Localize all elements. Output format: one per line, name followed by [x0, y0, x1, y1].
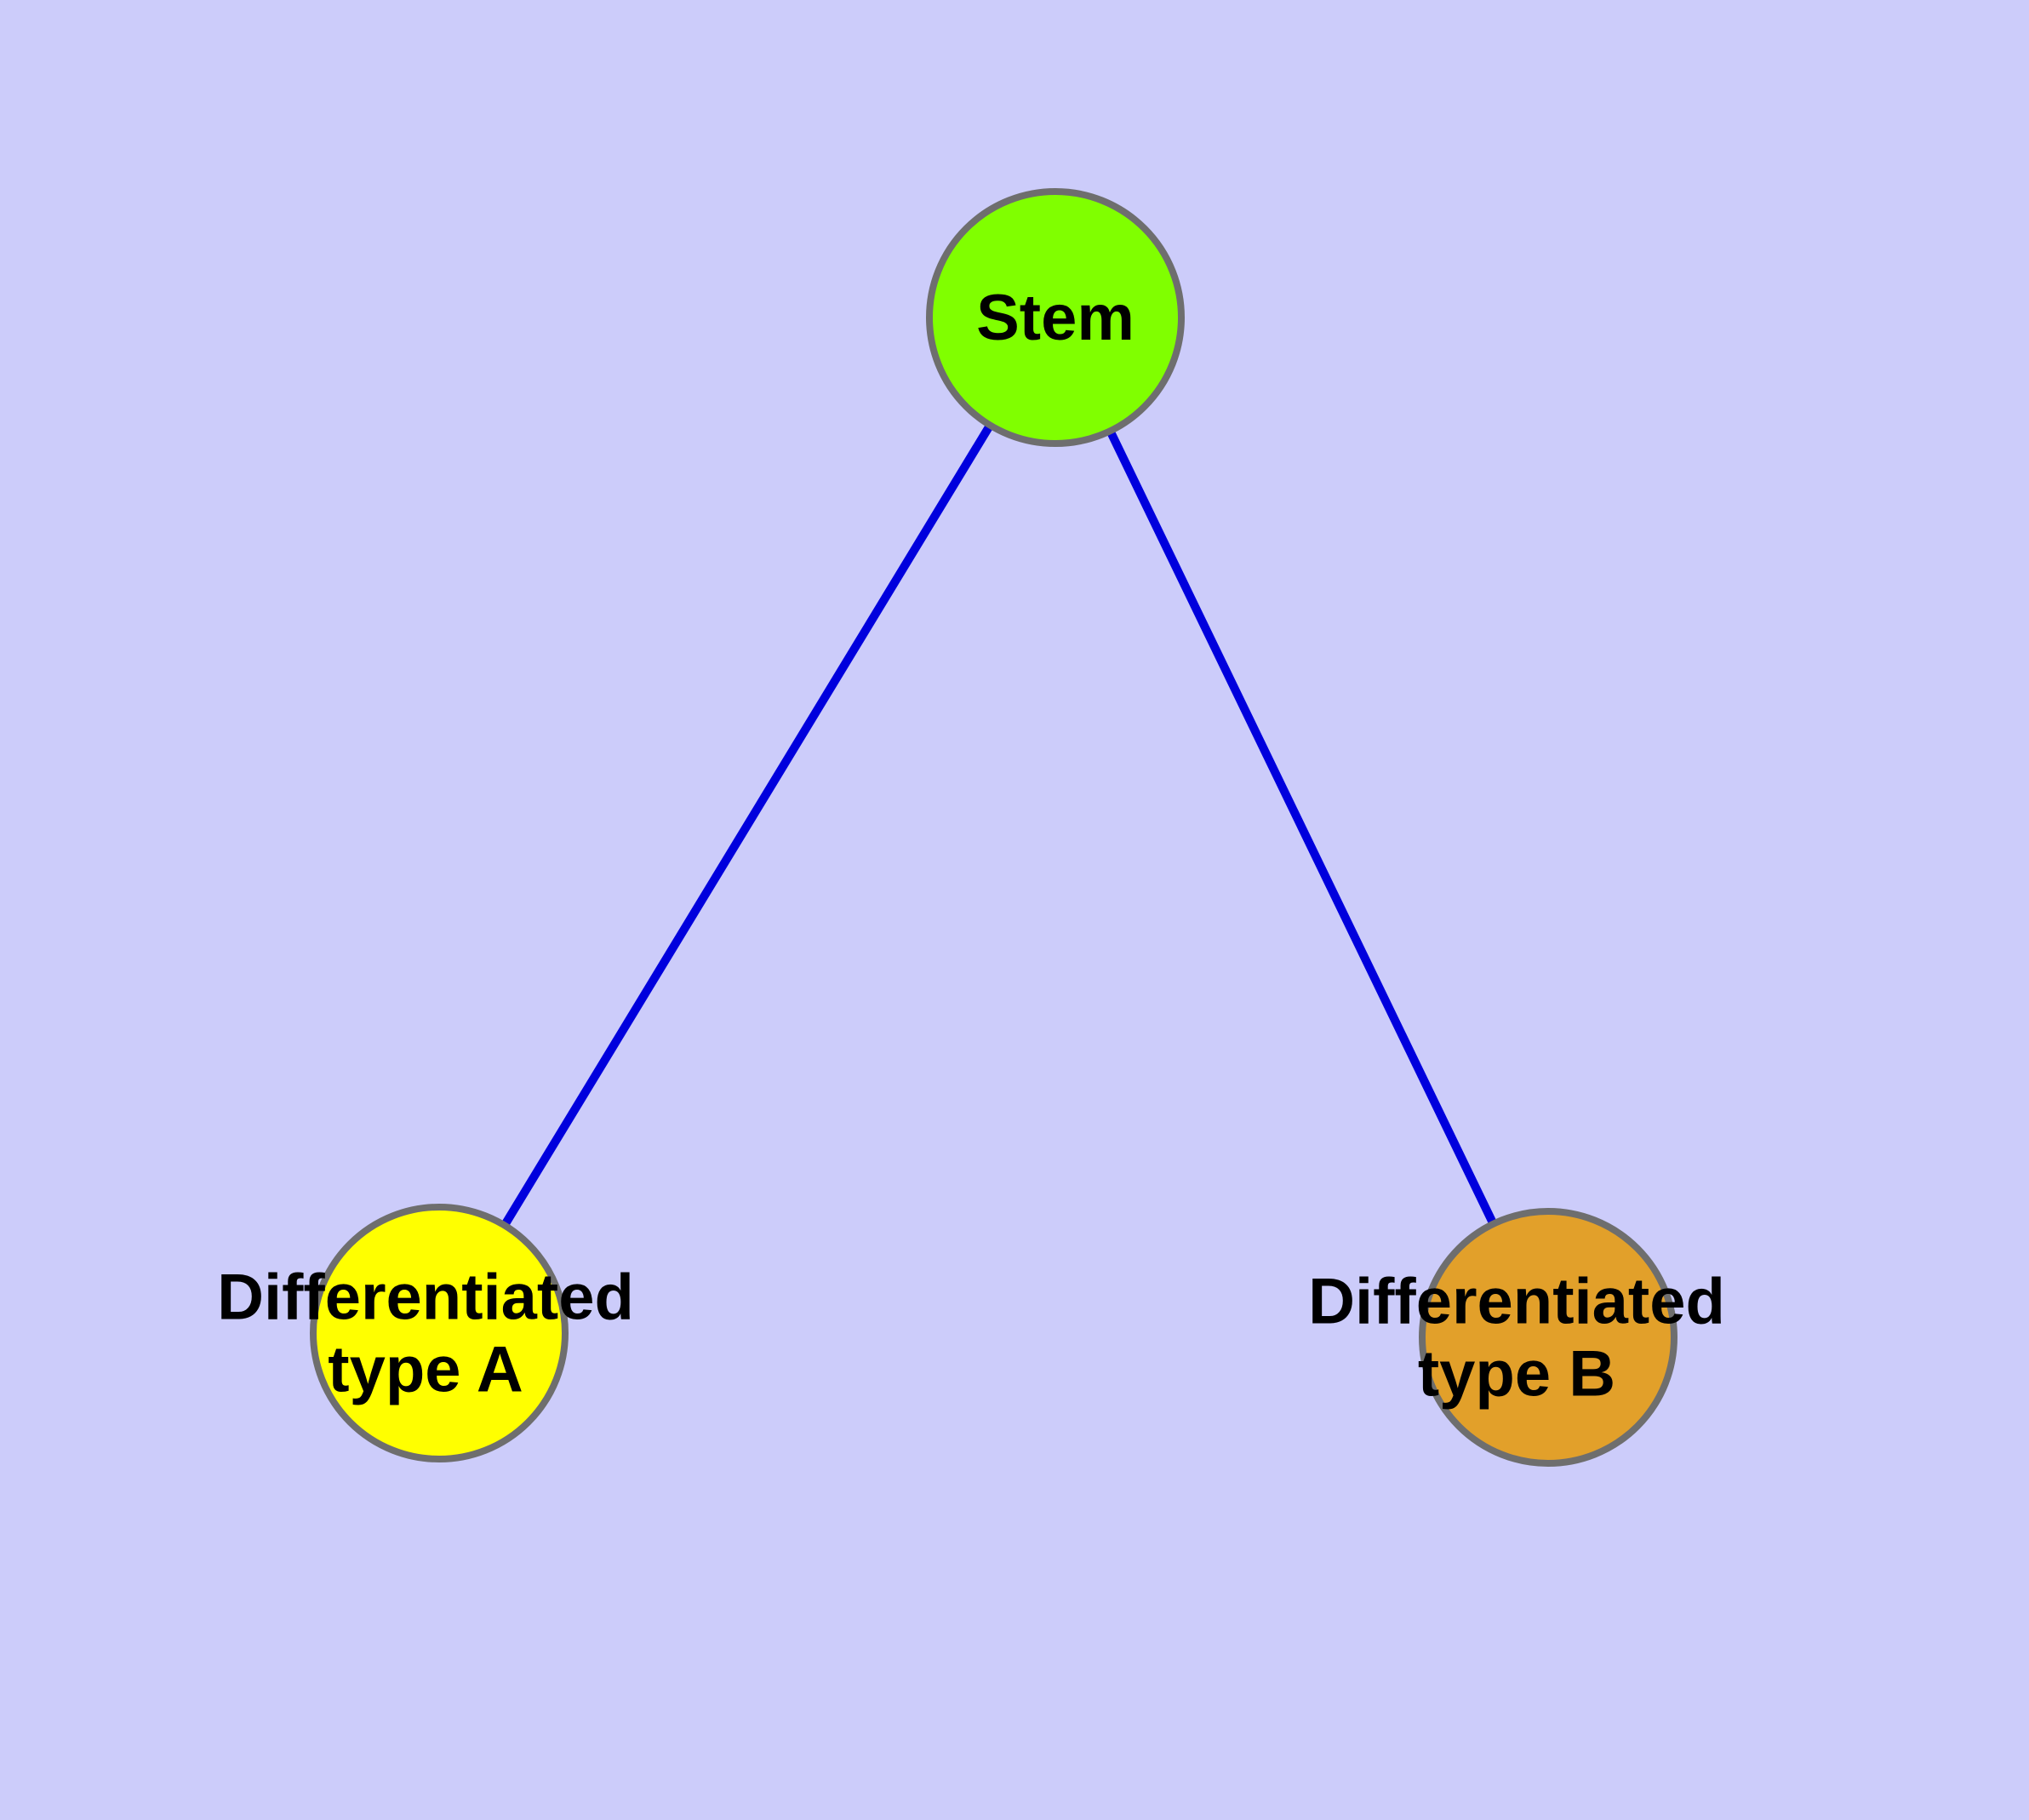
node-label-line: type A [328, 1333, 523, 1405]
graph-edge[interactable] [1051, 315, 1552, 1340]
nodes-layer [310, 188, 1677, 1467]
graph-edge[interactable] [435, 315, 1060, 1336]
graph-node-diff_b[interactable] [1419, 1208, 1677, 1467]
edges-layer [435, 315, 1552, 1340]
node-label-stem: Stem [976, 282, 1135, 354]
node-label-line: Differentiated [1308, 1265, 1725, 1337]
graph-node-diff_a[interactable] [310, 1204, 569, 1462]
node-label-line: Stem [976, 282, 1135, 354]
node-label-line: type B [1418, 1337, 1615, 1410]
graph-node-stem[interactable] [926, 188, 1185, 447]
node-label-line: Differentiated [217, 1261, 634, 1333]
